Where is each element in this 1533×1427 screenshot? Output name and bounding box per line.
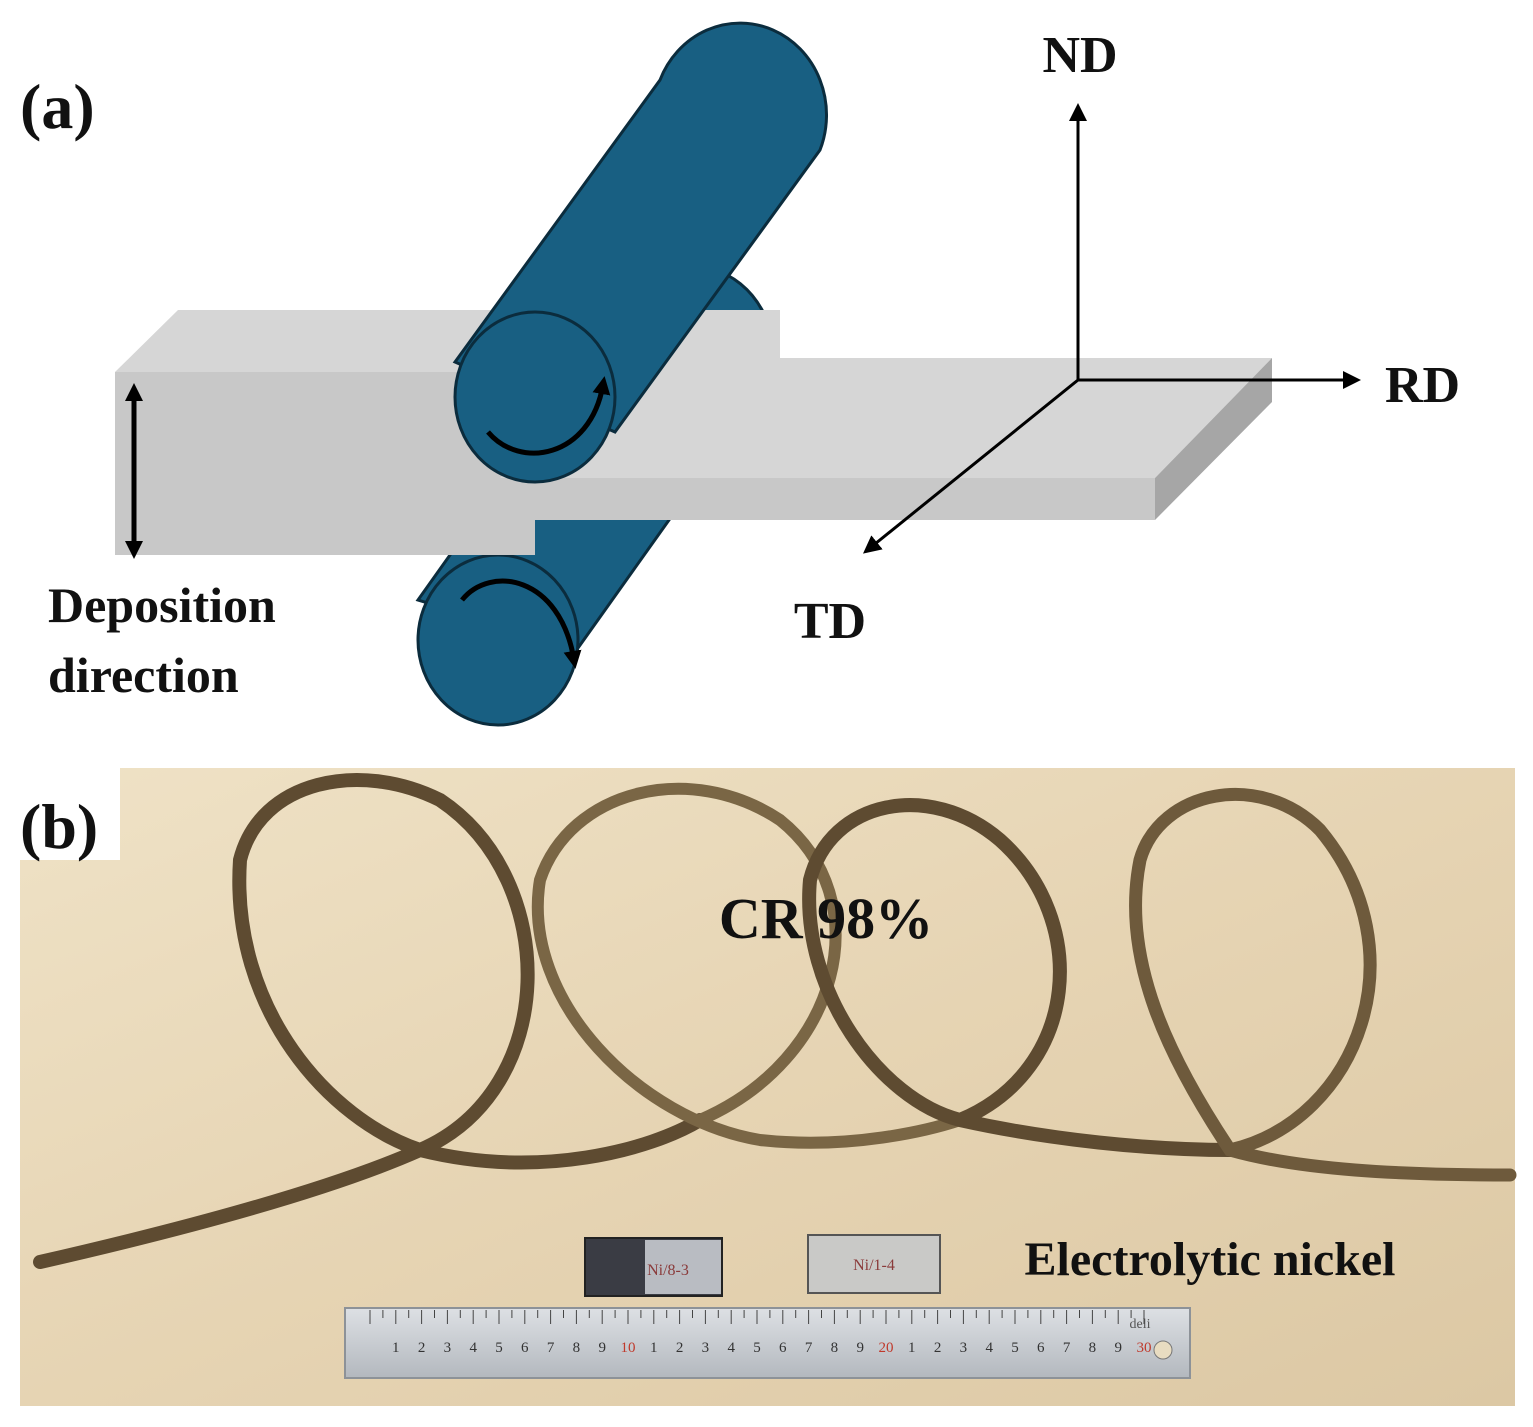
ruler-tick-label: 10 <box>621 1340 636 1356</box>
cr-label: CR 98% <box>719 886 933 951</box>
nd-label: ND <box>1042 27 1117 84</box>
ruler-tick-label: 20 <box>879 1340 894 1356</box>
photo-background <box>20 768 1515 1406</box>
electrolytic-nickel-label: Electrolytic nickel <box>1024 1233 1395 1286</box>
sample-tag-1: Ni/8-3 <box>647 1262 689 1279</box>
panel-b-label-box <box>20 768 120 860</box>
ruler-tick-label: 3 <box>702 1340 710 1356</box>
ruler-tick-label: 5 <box>753 1340 761 1356</box>
electrolytic-nickel-sample-1: Ni/8-3 <box>584 1237 723 1297</box>
ruler-tick-label: 5 <box>495 1340 503 1356</box>
ruler-ticks <box>369 1310 1145 1324</box>
td-label: TD <box>794 593 866 650</box>
rd-label: RD <box>1385 357 1460 414</box>
electrolytic-nickel-sample-2: Ni/1-4 <box>807 1234 941 1294</box>
ruler-tick-label: 7 <box>1063 1340 1071 1356</box>
ruler-tick-label: 3 <box>960 1340 968 1356</box>
ruler-tick-label: 9 <box>856 1340 864 1356</box>
ruler-tick-label: 8 <box>1089 1340 1097 1356</box>
ruler-tick-label: 2 <box>934 1340 942 1356</box>
ruler-tick-label: 5 <box>1011 1340 1019 1356</box>
coordinate-axes <box>862 103 1361 554</box>
top-roller <box>452 21 828 484</box>
sample-tag-2: Ni/1-4 <box>853 1257 895 1274</box>
ruler-tick-label: 1 <box>908 1340 916 1356</box>
ruler-tick-label: 4 <box>727 1340 735 1356</box>
panel-b-label: (b) <box>20 791 98 862</box>
ruler-hole <box>1153 1340 1173 1360</box>
ruler-brand: deli <box>1130 1317 1151 1332</box>
rolled-strip <box>500 358 1272 520</box>
ruler-tick-label: 6 <box>521 1340 529 1356</box>
ruler-tick-label: 7 <box>547 1340 555 1356</box>
ruler-tick-label: 1 <box>392 1340 400 1356</box>
ruler-labels: 1 2 3 4 5 6 7 8 9 10 1 2 3 4 5 6 7 8 9 20 1 2 3 4 5 6 7 8 9 30 <box>392 1340 1151 1356</box>
top-roller-rotation-arrow <box>486 376 611 456</box>
ruler-tick-label: 2 <box>676 1340 684 1356</box>
ruler-tick-label: 30 <box>1137 1340 1152 1356</box>
deposition-label-line2: direction <box>48 647 239 703</box>
panel-a-label: (a) <box>20 71 95 142</box>
td-axis-arrow <box>862 378 1079 554</box>
ruler-tick-label: 7 <box>805 1340 813 1356</box>
ruler-tick-label: 1 <box>650 1340 658 1356</box>
ruler-tick-label: 6 <box>779 1340 787 1356</box>
coiled-strip <box>33 773 1517 1269</box>
ruler-tick-label: 4 <box>469 1340 477 1356</box>
ruler-tick-label: 2 <box>418 1340 426 1356</box>
ruler-tick-label: 8 <box>573 1340 581 1356</box>
ruler-tick-label: 8 <box>831 1340 839 1356</box>
deposition-label-line1: Deposition <box>48 577 276 633</box>
ruler-tick-label: 4 <box>985 1340 993 1356</box>
ruler-tick-label: 9 <box>1114 1340 1122 1356</box>
ruler-tick-label: 9 <box>598 1340 606 1356</box>
ruler-tick-label: 3 <box>444 1340 452 1356</box>
ruler-tick-label: 6 <box>1037 1340 1045 1356</box>
bottom-roller-rotation-arrow <box>460 578 582 669</box>
panel-a: (a) ND RD TD Deposition direction <box>20 21 1460 727</box>
steel-ruler: deli 1 2 3 4 5 6 7 8 9 10 1 2 3 4 5 6 7 8 9 20 1 2 3 4 5 6 7 8 9 30 <box>344 1307 1191 1379</box>
